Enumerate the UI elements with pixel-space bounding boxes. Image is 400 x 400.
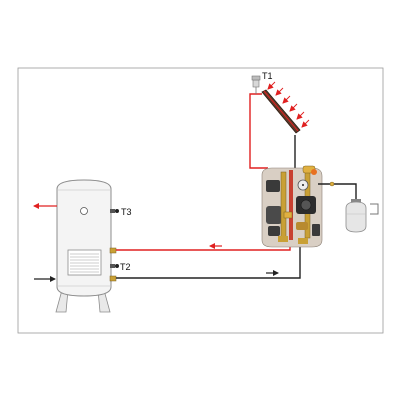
sensor-t3-probe: [110, 209, 119, 213]
sun-ray-arrows: [267, 81, 310, 128]
label-t1: T1: [262, 71, 273, 81]
heat-exchanger-coil: [67, 249, 102, 276]
collector-flow-pipe: [249, 93, 268, 169]
air-vent-icon: [251, 75, 261, 94]
label-t2: T2: [120, 262, 131, 272]
pump-station-icon: [261, 165, 323, 248]
solar-collector-icon: [261, 89, 301, 134]
label-t3: T3: [121, 207, 132, 217]
expansion-vessel-icon: [345, 199, 379, 233]
sensor-t2-probe: [110, 264, 119, 268]
expansion-vessel-pipe: [318, 183, 357, 200]
storage-tank-icon: [55, 179, 112, 313]
diagram-frame: [17, 67, 384, 334]
cold-return-pipe: [116, 244, 301, 279]
